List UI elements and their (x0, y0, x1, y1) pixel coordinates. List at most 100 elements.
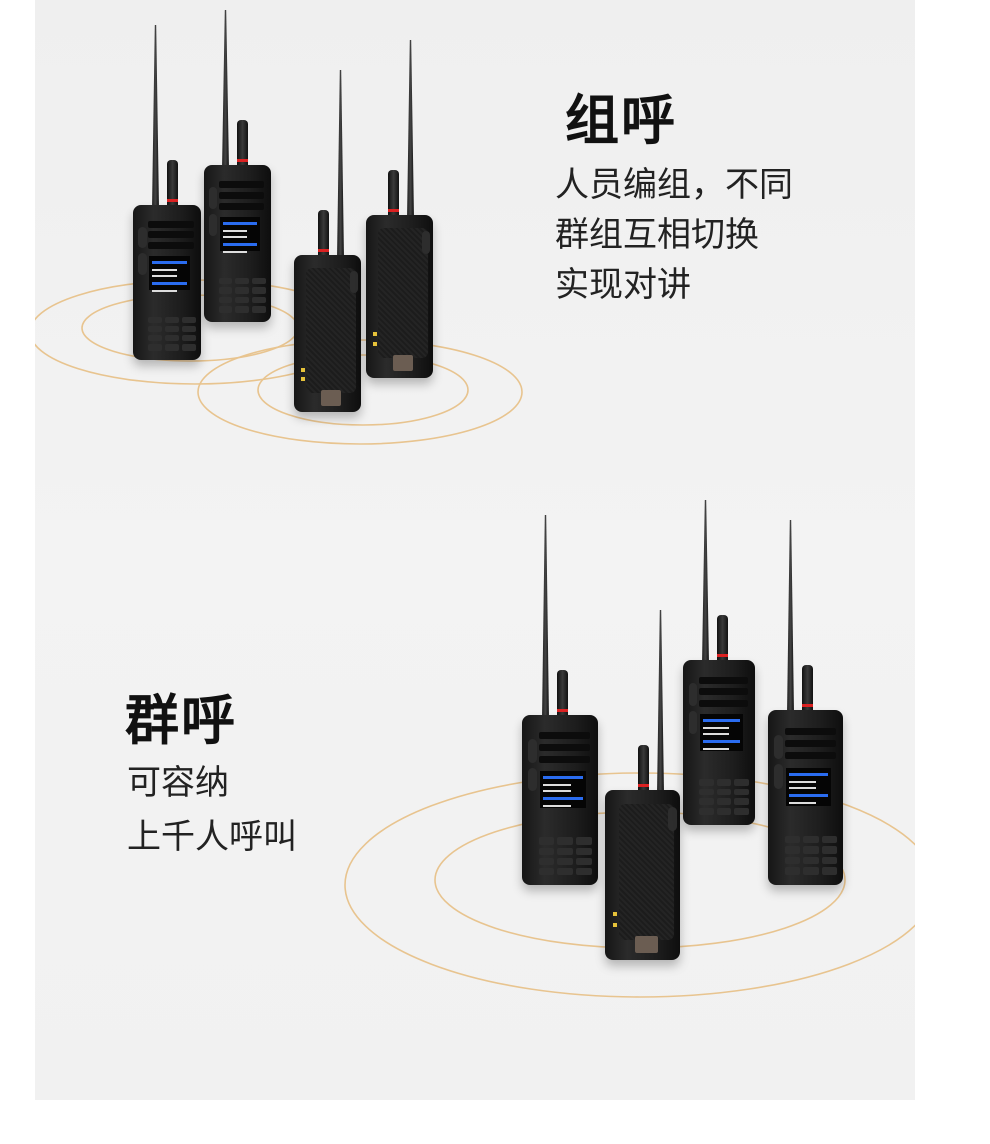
keypad (218, 278, 266, 313)
antenna (222, 10, 229, 170)
walkie-talkie-front (204, 10, 271, 322)
knob-ring (802, 704, 813, 707)
product-panel: 组呼 人员编组，不同 群组互相切换 实现对讲 群呼 可容纳 上千人呼叫 (35, 0, 915, 1100)
radio-body (366, 215, 433, 378)
speaker-grill (147, 242, 195, 250)
keypad (784, 836, 837, 875)
display-screen (149, 256, 191, 293)
side-button (138, 253, 147, 275)
channel-knob (717, 615, 728, 665)
contact-pin (300, 368, 305, 373)
group-call-line: 实现对讲 (555, 265, 691, 305)
radio-body (522, 715, 598, 885)
speaker-grill (698, 688, 748, 696)
battery-texture (378, 228, 428, 359)
speaker-grill (538, 732, 591, 739)
walkie-talkie-front (683, 500, 755, 825)
speaker-grill (538, 743, 591, 751)
contact-pin (372, 342, 377, 347)
display-screen (786, 767, 831, 807)
antenna (787, 520, 794, 715)
ptt-button (138, 226, 147, 249)
channel-knob (802, 665, 813, 715)
ptt-button (774, 734, 783, 759)
display-screen (220, 216, 261, 253)
group-call-line: 人员编组，不同 (555, 165, 793, 205)
speaker-grill (784, 739, 836, 747)
contact-pin (372, 332, 377, 337)
ptt-button (528, 738, 538, 763)
keypad (538, 837, 592, 875)
speaker-grill (218, 180, 265, 188)
speaker-grill (698, 676, 748, 684)
knob-ring (638, 784, 649, 787)
radio-body (683, 660, 755, 825)
battery-clip (392, 355, 413, 372)
battery-clip (320, 390, 341, 406)
speaker-grill (218, 191, 265, 199)
channel-knob (237, 120, 248, 170)
display-screen (540, 771, 586, 809)
contact-pin (300, 377, 305, 382)
walkie-talkie-front (768, 520, 843, 885)
channel-knob (638, 745, 649, 795)
side-button (350, 270, 359, 293)
knob-ring (557, 709, 568, 712)
keypad (698, 778, 750, 816)
speaker-grill (538, 755, 591, 763)
antenna (702, 500, 709, 665)
antenna (407, 40, 414, 220)
walkie-talkie-front (133, 25, 201, 360)
side-button (528, 767, 538, 792)
radio-body (204, 165, 271, 322)
speaker-grill (147, 231, 195, 239)
ring-top-right-inner (257, 354, 469, 426)
walkie-talkie-back (294, 70, 361, 412)
knob-ring (388, 209, 399, 212)
side-button (209, 213, 218, 236)
side-button (668, 807, 677, 831)
radio-body (605, 790, 680, 960)
speaker-grill (784, 727, 836, 735)
antenna (657, 610, 664, 795)
side-button (688, 711, 698, 735)
broadcast-call-description: 可容纳 上千人呼叫 (127, 756, 297, 864)
knob-ring (717, 654, 728, 657)
side-button (774, 764, 783, 789)
channel-knob (167, 160, 178, 210)
broadcast-call-line: 可容纳 (127, 763, 229, 803)
group-call-description: 人员编组，不同 群组互相切换 实现对讲 (555, 160, 793, 310)
knob-ring (318, 249, 329, 252)
radio-body (294, 255, 361, 412)
channel-knob (318, 210, 329, 260)
broadcast-call-line: 上千人呼叫 (127, 817, 297, 857)
group-call-line: 群组互相切换 (555, 215, 759, 255)
contact-pin (612, 912, 617, 917)
side-button (422, 231, 431, 255)
group-call-title: 组呼 (565, 89, 677, 152)
display-screen (700, 714, 744, 751)
walkie-talkie-back (605, 610, 680, 960)
battery-texture (306, 267, 356, 394)
ptt-button (209, 186, 218, 209)
walkie-talkie-front (522, 515, 598, 885)
keypad (147, 316, 196, 351)
speaker-grill (698, 699, 748, 707)
antenna (152, 25, 159, 210)
antenna (542, 515, 549, 720)
knob-ring (237, 159, 248, 162)
ptt-button (688, 683, 698, 707)
radio-body (133, 205, 201, 360)
knob-ring (167, 199, 178, 202)
battery-clip (635, 936, 658, 954)
battery-texture (618, 803, 674, 940)
broadcast-call-title: 群呼 (125, 689, 237, 752)
channel-knob (388, 170, 399, 220)
radio-body (768, 710, 843, 885)
speaker-grill (784, 752, 836, 759)
speaker-grill (218, 202, 265, 210)
walkie-talkie-back (366, 40, 433, 378)
contact-pin (612, 922, 617, 927)
antenna (337, 70, 344, 260)
channel-knob (557, 670, 568, 720)
